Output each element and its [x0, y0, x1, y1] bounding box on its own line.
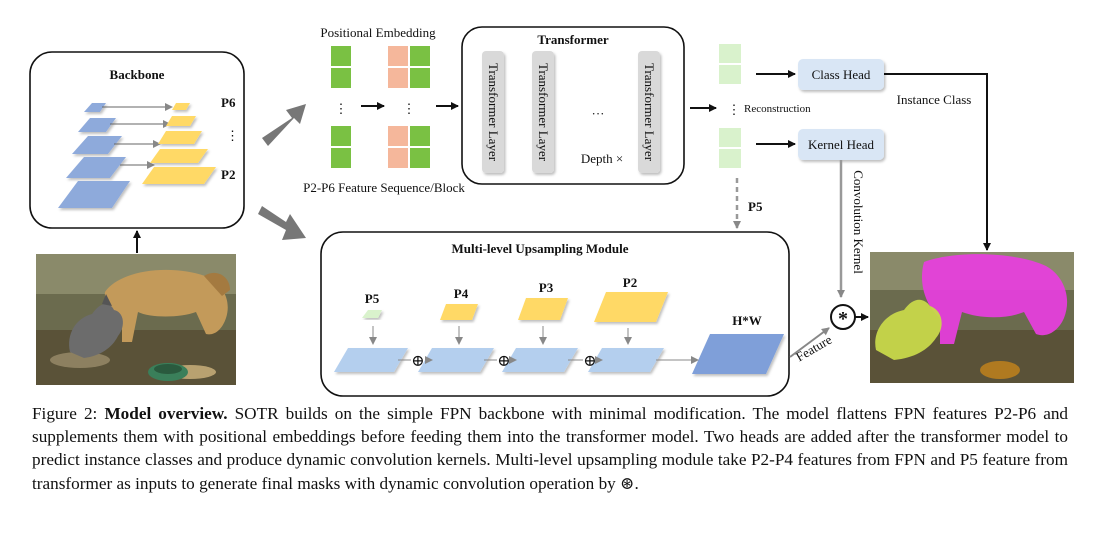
- reconstruction-label: Reconstruction: [744, 103, 811, 115]
- seq-dots-right: ⋮: [403, 101, 416, 116]
- input-image: [36, 254, 236, 385]
- feature-label: Feature: [793, 332, 834, 365]
- transformer-depth: Depth ×: [581, 151, 623, 166]
- svg-text:Class Head: Class Head: [812, 67, 871, 82]
- up-p2-label: P2: [623, 275, 637, 290]
- cat-mask: [875, 299, 942, 360]
- up-p3-label: P3: [539, 280, 554, 295]
- transformer-block: Transformer Transformer Layer Transforme…: [461, 26, 685, 185]
- convolution-kernel-label: Convolution Kernel: [851, 170, 866, 274]
- output-image: [870, 252, 1074, 383]
- svg-text:*: *: [838, 308, 848, 330]
- svg-text:Transformer Layer: Transformer Layer: [486, 63, 501, 162]
- hw-label: H*W: [732, 313, 762, 328]
- output-dots: ⋮: [728, 102, 741, 117]
- feature-sequence: Positional Embedding ⋮ ⋮ P2-P6 Feature S…: [303, 25, 465, 195]
- model-overview-figure: Backbone P6 ⋮ P2: [29, 25, 1074, 397]
- backbone-lateral-arrows: [102, 103, 173, 169]
- flatten-block-arrows: [258, 104, 306, 240]
- class-head-to-output-arrow: [884, 73, 991, 251]
- caption-bold-title: Model overview.: [104, 404, 228, 423]
- p5-arrow-label: P5: [748, 199, 763, 214]
- upsampling-module: Multi-level Upsampling Module P5 P4 P3 P…: [320, 231, 790, 397]
- backbone-dots: ⋮: [226, 128, 239, 143]
- figure-caption: Figure 2: Model overview. SOTR builds on…: [32, 402, 1068, 495]
- dog-mask: [921, 254, 1068, 344]
- feature-sequence-label: P2-P6 Feature Sequence/Block: [303, 180, 465, 195]
- caption-text: SOTR builds on the simple FPN backbone w…: [32, 404, 1069, 493]
- dynamic-conv-operator: *: [830, 304, 856, 330]
- transformer-layer-2: Transformer Layer: [532, 51, 554, 173]
- svg-text:Transformer Layer: Transformer Layer: [536, 63, 551, 162]
- caption-figure-label: Figure 2:: [32, 404, 98, 423]
- plus-op-1: ⊕: [411, 353, 424, 370]
- backbone-blue-pyramid: [58, 103, 130, 208]
- backbone-p6-label: P6: [221, 95, 236, 110]
- plus-op-3: ⊕: [583, 353, 596, 370]
- backbone-block: Backbone P6 ⋮ P2: [29, 51, 245, 229]
- svg-text:Kernel Head: Kernel Head: [808, 137, 875, 152]
- feature-to-conv-arrow: [789, 327, 830, 358]
- seq-dots-left: ⋮: [335, 101, 348, 116]
- backbone-yellow-pyramid: [142, 103, 216, 184]
- transformer-title: Transformer: [537, 32, 608, 47]
- instance-class-label: Instance Class: [897, 92, 972, 107]
- up-p4-label: P4: [454, 286, 469, 301]
- up-p5-label: P5: [365, 291, 380, 306]
- plus-op-2: ⊕: [497, 353, 510, 370]
- upsampling-title: Multi-level Upsampling Module: [452, 241, 629, 256]
- svg-text:Transformer Layer: Transformer Layer: [642, 63, 657, 162]
- transformer-ellipsis: ···: [592, 106, 605, 121]
- backbone-title: Backbone: [110, 67, 165, 82]
- output-tokens: ⋮ Reconstruction: [719, 44, 811, 168]
- transformer-layer-1: Transformer Layer: [482, 51, 504, 173]
- backbone-p2-label: P2: [221, 167, 235, 182]
- positional-embedding-label: Positional Embedding: [320, 25, 436, 40]
- transformer-layer-n: Transformer Layer: [638, 51, 660, 173]
- class-head: Class Head: [798, 59, 884, 90]
- kernel-head: Kernel Head: [798, 129, 884, 160]
